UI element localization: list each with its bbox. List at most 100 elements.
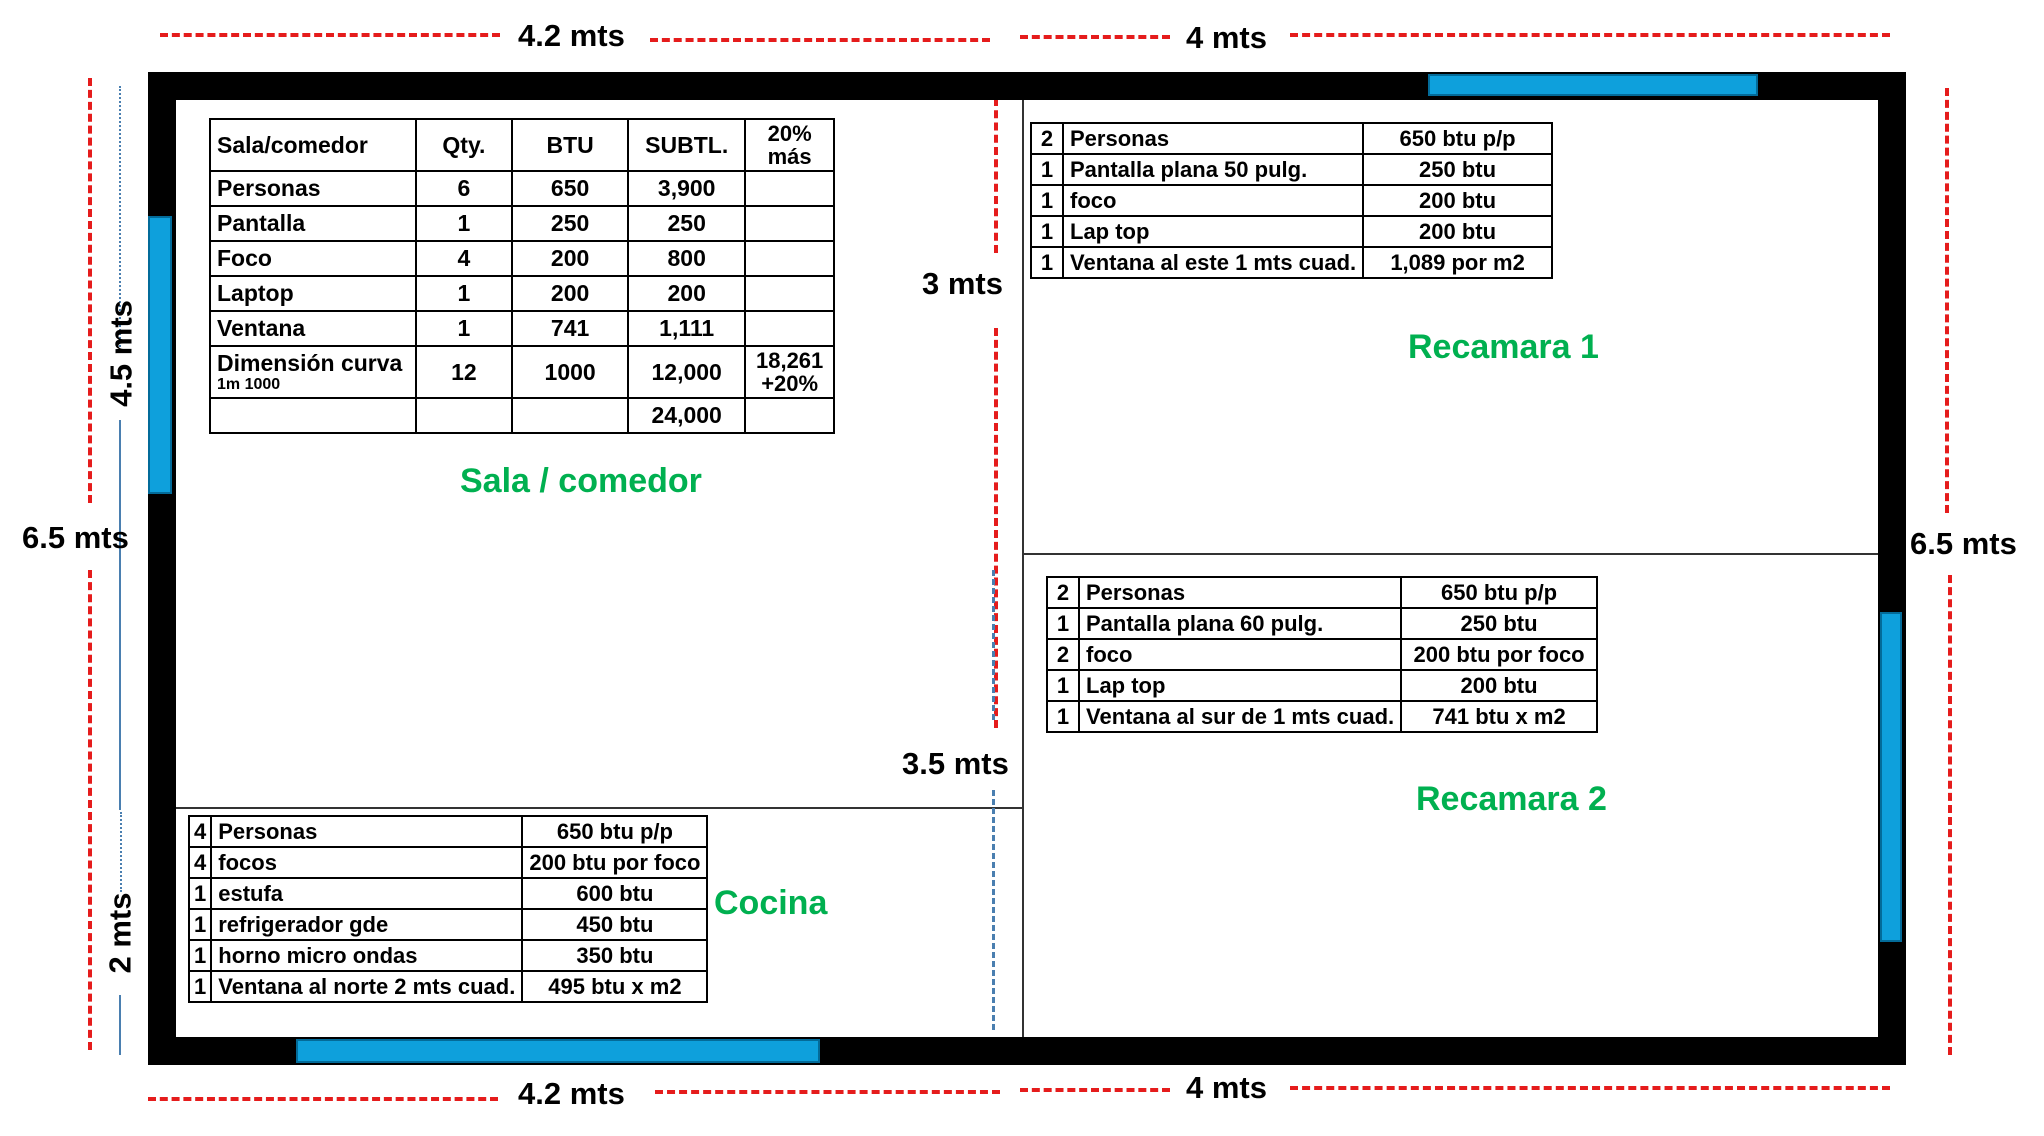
- recamara1-cell-item: foco: [1061, 184, 1365, 217]
- cocina-cell-item: refrigerador gde: [210, 908, 524, 941]
- sala-cell-extra: [744, 170, 835, 207]
- guide-line-left-upper: [119, 86, 121, 351]
- recamara2-table: 2 Personas 650 btu p/p 1 Pantalla plana …: [1046, 576, 1598, 733]
- cocina-cell-item: estufa: [210, 877, 524, 910]
- sala-cell-item: Ventana: [209, 310, 417, 347]
- room-label-recamara1: Recamara 1: [1408, 328, 1599, 366]
- sala-curve-label: Dimensión curva: [217, 350, 403, 377]
- cocina-cell-btu: 350 btu: [521, 939, 709, 972]
- sala-table: Sala/comedor Qty. BTU SUBTL. 20% más Per…: [209, 118, 835, 434]
- dim-label-bottom-right: 4 mts: [1186, 1070, 1267, 1105]
- dim-line-bottom-right-b: [1290, 1086, 1890, 1090]
- table-row: 1 Pantalla plana 60 pulg. 250 btu: [1046, 607, 1598, 640]
- sala-cell-subtotal: 12,000: [627, 345, 747, 399]
- recamara1-cell-item: Personas: [1061, 122, 1365, 155]
- table-row: 1 foco 200 btu: [1030, 184, 1553, 217]
- table-row: 1 horno micro ondas 350 btu: [187, 939, 709, 972]
- dim-line-left-b: [88, 570, 92, 1050]
- sala-cell-empty: [744, 397, 835, 434]
- cocina-cell-item: Ventana al norte 2 mts cuad.: [210, 970, 524, 1003]
- recamara2-cell-item: Lap top: [1077, 669, 1403, 702]
- sala-cell-empty: [511, 397, 630, 434]
- dim-line-left-a: [88, 78, 92, 503]
- table-row: Ventana 1 741 1,111: [209, 310, 835, 347]
- recamara1-cell-btu: 650 btu p/p: [1362, 122, 1553, 155]
- sala-cell-qty: 1: [414, 275, 514, 312]
- cocina-cell-btu: 200 btu por foco: [521, 846, 709, 879]
- sala-table-header: Sala/comedor Qty. BTU SUBTL. 20% más: [209, 118, 835, 172]
- sala-cell-extra: 18,261 +20%: [744, 345, 835, 399]
- guide-line-mid-lower: [992, 790, 995, 1030]
- table-row: 2 Personas 650 btu p/p: [1046, 576, 1598, 609]
- recamara1-cell-qty: 1: [1030, 215, 1064, 248]
- sala-curve-note: 1m 1000: [217, 375, 281, 393]
- dim-line-mid-top: [994, 98, 998, 253]
- recamara2-cell-btu: 741 btu x m2: [1400, 700, 1598, 733]
- dim-line-bottom-left-a: [148, 1097, 498, 1101]
- cocina-cell-btu: 495 btu x m2: [521, 970, 709, 1003]
- sala-cell-total: 24,000: [627, 397, 747, 434]
- dim-label-left-total: 6.5 mts: [22, 520, 129, 555]
- recamara2-cell-qty: 1: [1046, 669, 1080, 702]
- cocina-cell-btu: 600 btu: [521, 877, 709, 910]
- recamara2-cell-btu: 250 btu: [1400, 607, 1598, 640]
- window-right: [1880, 612, 1902, 942]
- table-row: Foco 4 200 800: [209, 240, 835, 277]
- partition-cocina: [176, 807, 1022, 809]
- recamara1-cell-btu: 250 btu: [1362, 153, 1553, 186]
- recamara1-cell-btu: 200 btu: [1362, 215, 1553, 248]
- dim-label-top-right: 4 mts: [1186, 20, 1267, 55]
- dim-label-left-lower: 2 mts: [102, 892, 138, 974]
- table-row: 1 Ventana al este 1 mts cuad. 1,089 por …: [1030, 246, 1553, 279]
- cocina-cell-item: focos: [210, 846, 524, 879]
- sala-cell-extra: [744, 310, 835, 347]
- sala-cell-item: Personas: [209, 170, 417, 207]
- recamara2-cell-qty: 1: [1046, 700, 1080, 733]
- partition-recamaras: [1024, 553, 1878, 555]
- table-row: 1 Ventana al sur de 1 mts cuad. 741 btu …: [1046, 700, 1598, 733]
- recamara2-cell-btu: 200 btu por foco: [1400, 638, 1598, 671]
- sala-header-btu: BTU: [511, 118, 630, 172]
- cocina-cell-qty: 1: [187, 877, 213, 910]
- cocina-table: 4 Personas 650 btu p/p 4 focos 200 btu p…: [187, 815, 709, 1003]
- sala-cell-empty: [414, 397, 514, 434]
- dim-label-left-upper: 4.5 mts: [103, 300, 139, 407]
- sala-header-item: Sala/comedor: [209, 118, 417, 172]
- sala-cell-btu: 741: [511, 310, 630, 347]
- cocina-cell-qty: 1: [187, 908, 213, 941]
- table-row: Pantalla 1 250 250: [209, 205, 835, 242]
- recamara2-cell-qty: 1: [1046, 607, 1080, 640]
- table-row: 1 Pantalla plana 50 pulg. 250 btu: [1030, 153, 1553, 186]
- dim-label-bottom-left: 4.2 mts: [518, 1076, 625, 1111]
- sala-cell-btu: 200: [511, 240, 630, 277]
- guide-line-left-middle: [119, 420, 121, 810]
- cocina-cell-btu: 650 btu p/p: [521, 815, 709, 848]
- window-bottom: [296, 1039, 820, 1063]
- recamara1-cell-qty: 1: [1030, 184, 1064, 217]
- sala-header-subtotal: SUBTL.: [627, 118, 747, 172]
- recamara1-cell-item: Pantalla plana 50 pulg.: [1061, 153, 1365, 186]
- cocina-cell-qty: 4: [187, 815, 213, 848]
- sala-cell-qty: 6: [414, 170, 514, 207]
- table-row-total: 24,000: [209, 397, 835, 434]
- sala-header-extra: 20% más: [744, 118, 835, 172]
- guide-line-left-bottom: [119, 995, 121, 1055]
- recamara1-cell-item: Lap top: [1061, 215, 1365, 248]
- sala-cell-btu: 200: [511, 275, 630, 312]
- sala-cell-subtotal: 1,111: [627, 310, 747, 347]
- recamara1-cell-qty: 1: [1030, 153, 1064, 186]
- dim-label-mid-lower: 3.5 mts: [902, 746, 1009, 781]
- dim-line-top-left-a: [160, 33, 500, 37]
- dim-label-top-left: 4.2 mts: [518, 18, 625, 53]
- recamara2-cell-item: Pantalla plana 60 pulg.: [1077, 607, 1403, 640]
- recamara1-table: 2 Personas 650 btu p/p 1 Pantalla plana …: [1030, 122, 1553, 279]
- cocina-cell-item: Personas: [210, 815, 524, 848]
- sala-cell-subtotal: 800: [627, 240, 747, 277]
- sala-cell-subtotal: 200: [627, 275, 747, 312]
- dim-line-right-a: [1945, 88, 1949, 513]
- cocina-cell-qty: 1: [187, 970, 213, 1003]
- sala-cell-subtotal: 3,900: [627, 170, 747, 207]
- dim-label-mid-upper: 3 mts: [922, 266, 1003, 301]
- sala-cell-qty: 1: [414, 310, 514, 347]
- sala-cell-extra: [744, 275, 835, 312]
